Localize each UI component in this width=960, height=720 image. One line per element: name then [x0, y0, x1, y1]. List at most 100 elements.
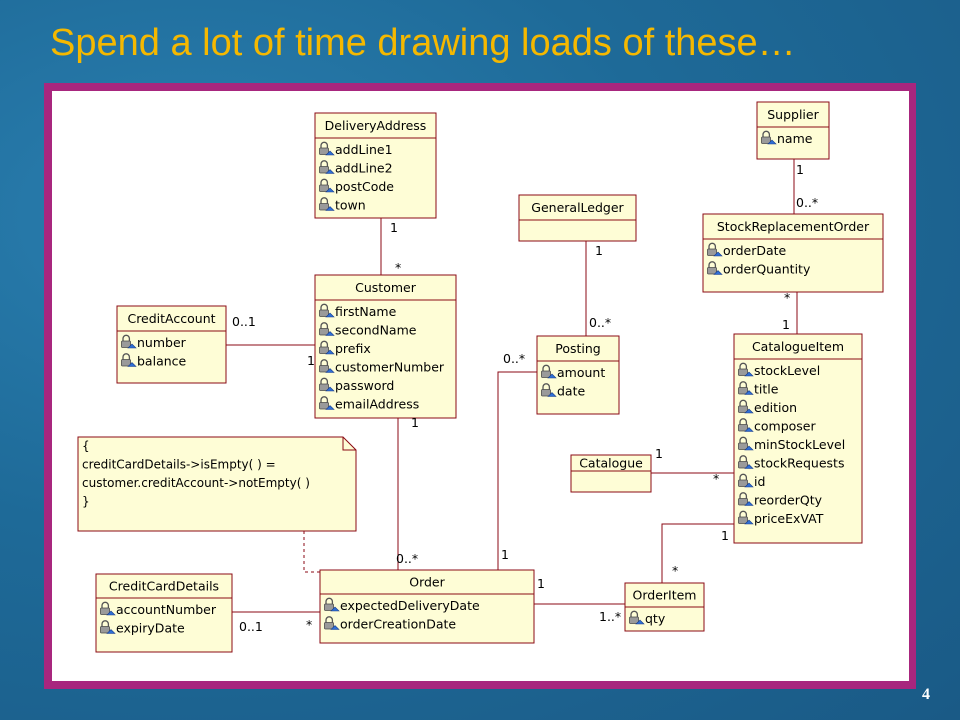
class-name: GeneralLedger — [531, 200, 624, 215]
class-boxes: DeliveryAddressaddLine1addLine2postCodet… — [77, 101, 884, 653]
attribute-expectedDeliveryDate: expectedDeliveryDate — [340, 598, 480, 613]
multiplicity-label: 1..* — [599, 609, 621, 624]
attribute-name: name — [777, 131, 813, 146]
multiplicity-label: 0..1 — [239, 619, 263, 634]
class-supplier[interactable]: Supplier name — [756, 101, 830, 160]
association-lines — [226, 159, 798, 613]
note-anchor — [303, 531, 320, 573]
note-line: { — [82, 439, 90, 453]
class-order[interactable]: Order expectedDeliveryDate orderCreationDa… — [319, 569, 535, 644]
multiplicity-label: 1 — [782, 317, 790, 332]
attribute-emailAddress: emailAddress — [335, 397, 419, 412]
multiplicity-label: 0..* — [503, 351, 525, 366]
attribute-orderDate: orderDate — [723, 243, 787, 258]
multiplicity-label: * — [672, 563, 678, 578]
attribute-lock-icon — [319, 160, 335, 174]
assoc-posting-order — [497, 371, 537, 570]
attribute-lock-icon — [319, 141, 335, 156]
attribute-balance: balance — [137, 354, 187, 369]
multiplicity-label: * — [784, 290, 790, 305]
attribute-town: town — [335, 198, 366, 213]
attribute-lock-icon — [100, 620, 116, 634]
class-name: CatalogueItem — [752, 339, 844, 354]
class-customer[interactable]: CustomerfirstNamesecondNameprefixcustome… — [314, 274, 457, 419]
class-box — [733, 333, 863, 544]
class-name: DeliveryAddress — [325, 118, 427, 133]
multiplicity-label: 1 — [655, 446, 663, 461]
multiplicity-label: 1 — [390, 220, 398, 235]
multiplicity-label: 1 — [411, 415, 419, 430]
attribute-edition: edition — [754, 400, 797, 415]
note-line: } — [82, 495, 90, 509]
attribute-customerNumber: customerNumber — [335, 360, 445, 375]
note-line: customer.creditAccount->notEmpty( ) — [82, 476, 310, 490]
class-posting[interactable]: Posting amount date — [536, 335, 620, 415]
attribute-composer: composer — [754, 419, 816, 434]
class-name: CreditCardDetails — [109, 579, 219, 594]
attribute-secondName: secondName — [335, 323, 417, 338]
class-name: StockReplacementOrder — [717, 219, 870, 234]
attribute-lock-icon — [121, 334, 137, 349]
multiplicity-label: 1 — [595, 243, 603, 258]
attribute-lock-icon — [319, 178, 335, 193]
class-name: Catalogue — [579, 456, 643, 471]
attribute-lock-icon — [319, 359, 335, 373]
class-stockreplacementorder[interactable]: StockReplacementOrder orderDate orderQuant… — [702, 213, 884, 293]
attribute-lock-icon — [319, 377, 335, 392]
attribute-reorderQty: reorderQty — [754, 493, 823, 508]
slide-number: 4 — [922, 686, 930, 703]
class-name: Order — [409, 575, 445, 590]
attribute-priceExVAT: priceExVAT — [754, 511, 824, 526]
attribute-lock-icon — [100, 601, 116, 616]
class-name: Posting — [555, 341, 600, 356]
attribute-lock-icon — [541, 383, 557, 397]
class-box — [95, 573, 233, 653]
class-generalledger[interactable]: GeneralLedger — [518, 194, 637, 242]
class-name: Customer — [355, 280, 417, 295]
class-box — [319, 569, 535, 644]
attribute-lock-icon — [738, 510, 754, 525]
attribute-lock-icon — [738, 418, 754, 432]
class-box — [116, 305, 227, 384]
attribute-password: password — [335, 378, 394, 393]
class-catalogue[interactable]: Catalogue — [570, 454, 652, 493]
class-box — [518, 194, 637, 242]
multiplicity-label: 1 — [721, 528, 729, 543]
class-deliveryaddress[interactable]: DeliveryAddressaddLine1addLine2postCodet… — [314, 112, 437, 219]
multiplicity-label: 1 — [307, 353, 315, 368]
attribute-orderQuantity: orderQuantity — [723, 262, 811, 277]
attribute-expiryDate: expiryDate — [116, 621, 185, 636]
assoc-catalogueitem-orderitem — [661, 523, 734, 583]
class-catalogueitem[interactable]: CatalogueItem stockLevel title edition compo… — [733, 333, 863, 544]
multiplicity-label: 0..* — [589, 315, 611, 330]
attribute-amount: amount — [557, 365, 605, 380]
attribute-lock-icon — [319, 340, 335, 355]
slide-title: Spend a lot of time drawing loads of the… — [50, 22, 796, 64]
attribute-number: number — [137, 335, 187, 350]
class-box — [702, 213, 884, 293]
attribute-orderCreationDate: orderCreationDate — [340, 617, 456, 632]
attribute-stockLevel: stockLevel — [754, 363, 820, 378]
attribute-date: date — [557, 384, 585, 399]
attribute-qty: qty — [645, 611, 666, 626]
multiplicity-label: 0..* — [796, 195, 818, 210]
attribute-lock-icon — [319, 396, 335, 410]
multiplicity-label: 0..1 — [232, 314, 256, 329]
attribute-lock-icon — [738, 492, 754, 506]
attribute-lock-icon — [738, 473, 754, 488]
uml-class-diagram: DeliveryAddressaddLine1addLine2postCodet… — [77, 101, 884, 653]
class-box — [314, 112, 437, 219]
multiplicity-label: 1 — [501, 547, 509, 562]
constraint-note[interactable]: {creditCardDetails->isEmpty( ) =customer… — [77, 436, 357, 532]
attribute-lock-icon — [324, 597, 340, 612]
attribute-prefix: prefix — [335, 341, 371, 356]
attribute-lock-icon — [319, 197, 335, 211]
attribute-id: id — [754, 474, 765, 489]
class-name: Supplier — [767, 107, 819, 122]
attribute-lock-icon — [629, 610, 645, 625]
attribute-lock-icon — [738, 455, 754, 469]
attribute-title: title — [754, 382, 779, 397]
